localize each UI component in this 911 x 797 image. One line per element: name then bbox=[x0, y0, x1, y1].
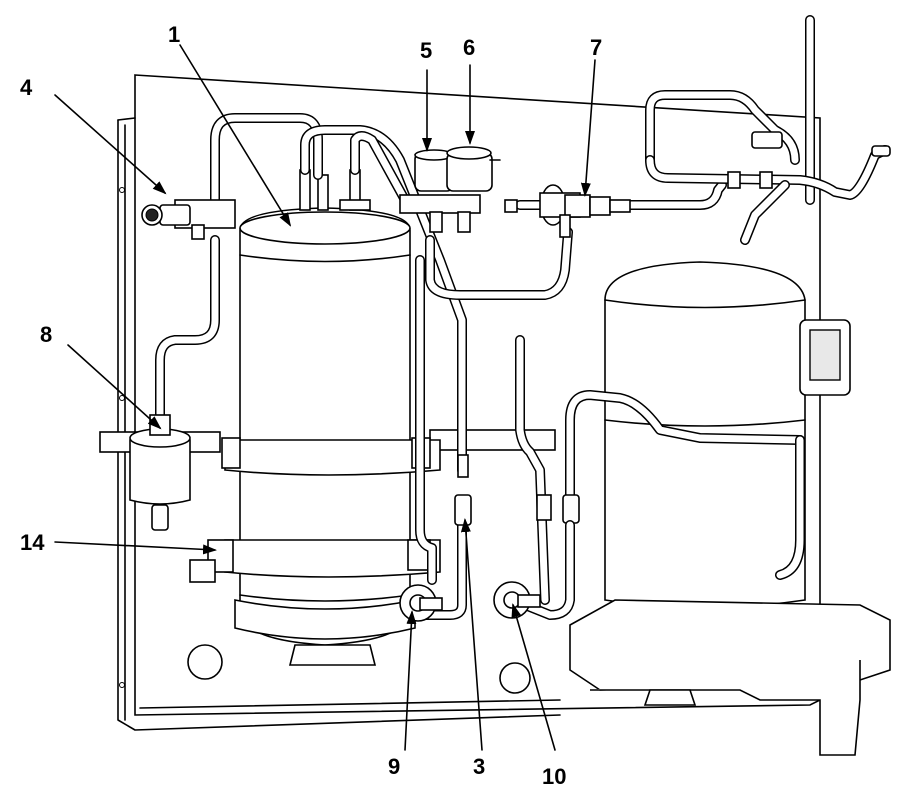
solenoid-valves bbox=[399, 146, 501, 233]
callout-labels: 1 4 5 6 7 8 14 9 3 10 bbox=[20, 22, 602, 789]
sight-glass bbox=[141, 199, 236, 240]
callout-6: 6 bbox=[463, 35, 475, 60]
callout-3: 3 bbox=[473, 754, 485, 779]
piping bbox=[155, 113, 573, 620]
filter-drier bbox=[99, 414, 221, 531]
callout-9: 9 bbox=[388, 754, 400, 779]
callout-1: 1 bbox=[168, 22, 180, 47]
callout-8: 8 bbox=[40, 322, 52, 347]
liquid-line bbox=[515, 335, 552, 605]
callout-4: 4 bbox=[20, 75, 33, 100]
suction-piping bbox=[645, 15, 891, 245]
callout-leaders bbox=[54, 44, 596, 751]
callout-7: 7 bbox=[590, 35, 602, 60]
compressor bbox=[520, 261, 891, 756]
expansion-valve bbox=[504, 180, 727, 238]
callout-5: 5 bbox=[420, 38, 432, 63]
callout-14: 14 bbox=[20, 530, 45, 555]
callout-10: 10 bbox=[542, 764, 566, 789]
